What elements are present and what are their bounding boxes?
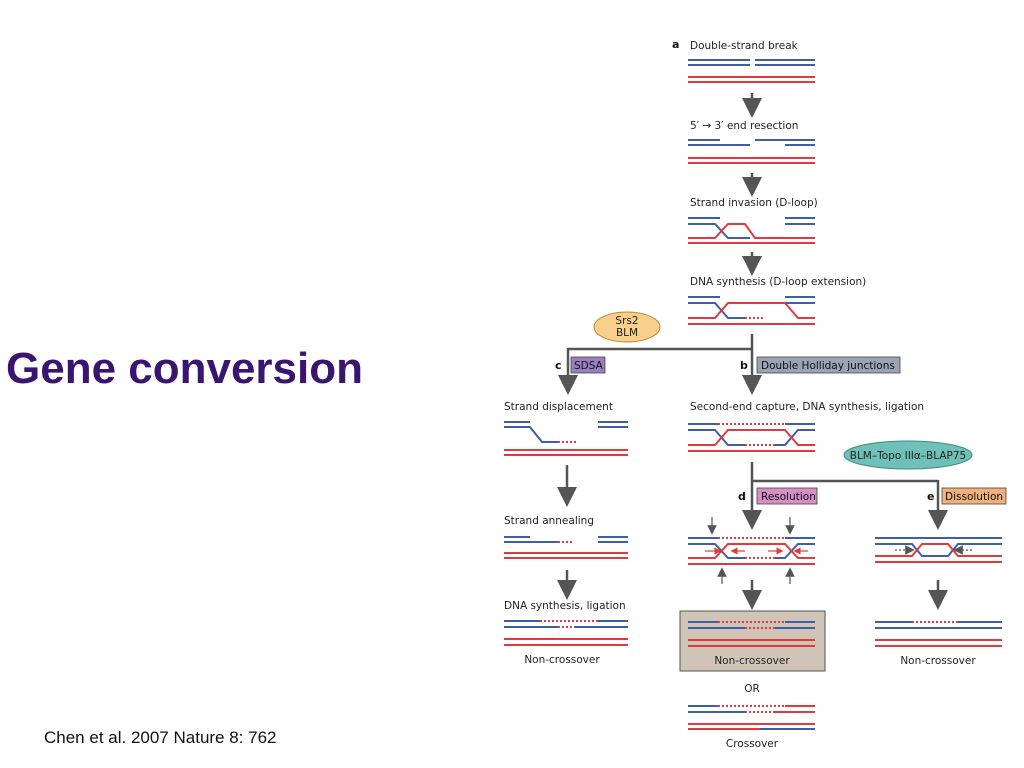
srs2-label: Srs2 bbox=[615, 315, 638, 327]
step-resection-label: 5′ → 3′ end resection bbox=[690, 120, 798, 132]
d-result2-label: Crossover bbox=[726, 738, 779, 750]
step-invasion-label: Strand invasion (D-loop) bbox=[690, 197, 818, 209]
srs2-blm-ellipse bbox=[593, 311, 661, 343]
dhj-label: Double Holliday junctions bbox=[761, 360, 895, 372]
sdsa-box bbox=[570, 356, 606, 374]
step-a-letter: a bbox=[672, 38, 679, 51]
dissolution-box bbox=[941, 487, 1007, 505]
crossover-duplex bbox=[688, 705, 815, 730]
d-or-label: OR bbox=[744, 683, 760, 695]
c-step2-label: Strand annealing bbox=[504, 515, 594, 527]
sdsa-label: SDSA bbox=[574, 360, 604, 372]
step-synthesis-label: DNA synthesis (D-loop extension) bbox=[690, 276, 866, 288]
citation-text: Chen et al. 2007 Nature 8: 762 bbox=[44, 728, 277, 747]
c-ligation-duplex bbox=[504, 620, 628, 646]
dsb-duplex bbox=[688, 59, 815, 83]
synthesis-duplex bbox=[688, 296, 815, 325]
resolution-box bbox=[756, 487, 818, 505]
dhj-box bbox=[756, 356, 901, 374]
c-result-label: Non-crossover bbox=[524, 654, 600, 666]
c-step1-label: Strand displacement bbox=[504, 401, 613, 413]
slide-title: Gene conversion bbox=[6, 344, 364, 393]
branch-b-letter: b bbox=[740, 359, 748, 372]
blm-topo-complex-ellipse bbox=[843, 440, 973, 470]
resection-duplex bbox=[688, 139, 815, 164]
e-result-label: Non-crossover bbox=[900, 655, 976, 667]
complex-label: BLM–Topo IIIα–BLAP75 bbox=[850, 450, 966, 462]
resolution-label: Resolution bbox=[761, 491, 816, 503]
d-noncrossover-duplex bbox=[688, 621, 815, 647]
b-step-label: Second-end capture, DNA synthesis, ligat… bbox=[690, 401, 924, 413]
strand-displacement-duplex bbox=[504, 421, 628, 456]
branch-c-letter: c bbox=[555, 359, 562, 372]
dissolution-duplex bbox=[875, 537, 1002, 563]
step-a-label: Double-strand break bbox=[690, 40, 799, 52]
d-result1-label: Non-crossover bbox=[714, 655, 790, 667]
dhj-duplex bbox=[688, 423, 815, 452]
cut-site-markers bbox=[705, 517, 808, 584]
c-step3-label: DNA synthesis, ligation bbox=[504, 600, 626, 612]
dissolution-label: Dissolution bbox=[945, 491, 1003, 503]
invasion-duplex bbox=[688, 217, 815, 244]
blm-label: BLM bbox=[616, 327, 638, 339]
e-noncrossover-duplex bbox=[875, 621, 1002, 647]
strand-annealing-duplex bbox=[504, 536, 628, 559]
branch-d-letter: d bbox=[738, 490, 746, 503]
branch-e-letter: e bbox=[927, 490, 934, 503]
resolution-duplex bbox=[688, 537, 815, 565]
